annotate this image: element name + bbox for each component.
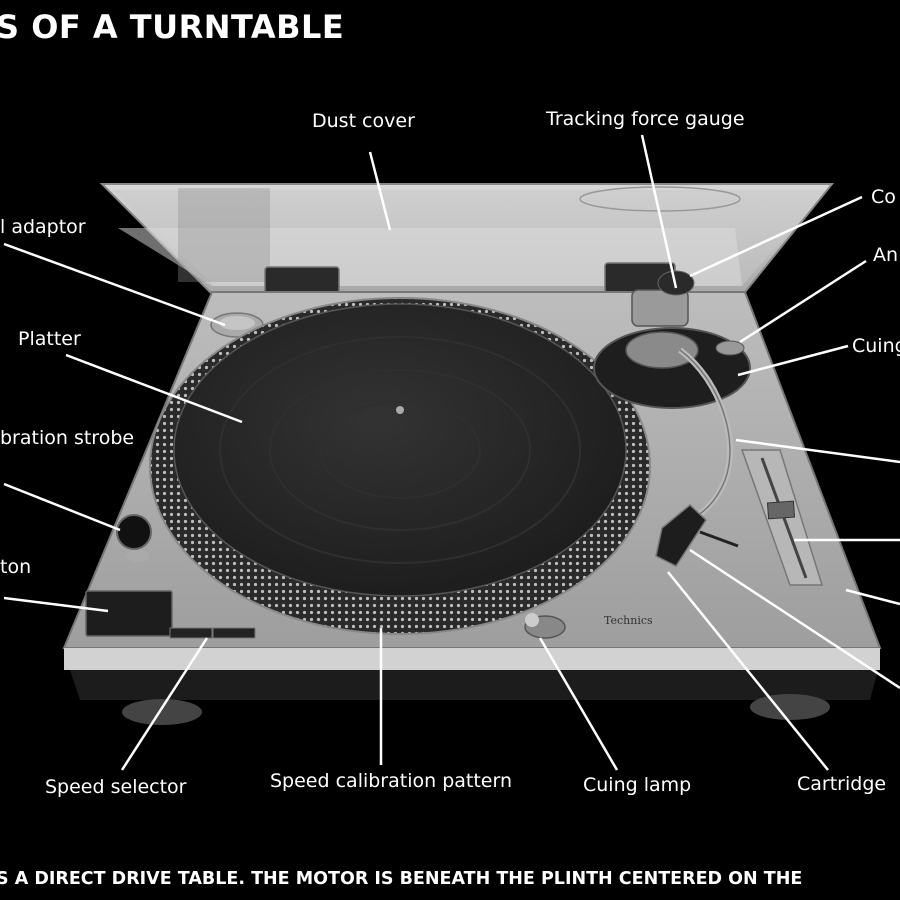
label-counterweight: Co (871, 186, 896, 208)
label-cartridge: Cartridge (797, 773, 887, 795)
label-cuing-lever: Cuing (852, 335, 900, 357)
leader-counterweight (689, 195, 863, 278)
leader-speed-selector (120, 637, 209, 771)
calibration-strobe (116, 514, 152, 562)
leader-cuing-lamp (538, 637, 619, 771)
label-cuing-lamp: Cuing lamp (583, 774, 692, 796)
label-adaptor: l adaptor (0, 216, 86, 238)
diagram-title: S OF A TURNTABLE (0, 8, 345, 46)
leader-adaptor (3, 242, 226, 327)
leader-platter (65, 353, 243, 424)
dust-cover (99, 183, 835, 293)
tonearm (678, 347, 733, 523)
label-anti-skate: An (873, 244, 899, 266)
start-stop-button (85, 590, 173, 637)
label-platter: Platter (18, 328, 81, 350)
leader-cartridge (667, 571, 829, 771)
leader-tracking-force-gauge (640, 134, 678, 289)
label-speed-calibration-pattern: Speed calibration pattern (270, 770, 513, 792)
cartridge-headshell (655, 504, 739, 567)
turntable-feet (122, 694, 830, 725)
leader-calibration-strobe (3, 482, 121, 532)
pitch-slider (740, 449, 824, 586)
leader-headshell (689, 548, 900, 690)
leader-plinth (845, 588, 900, 606)
platter (149, 297, 651, 635)
brand-badge: Technics (604, 614, 653, 627)
label-start-button: ton (0, 556, 32, 578)
speed-selector-buttons (169, 627, 256, 639)
leader-cuing-lever (737, 344, 849, 377)
brand-text: Technics (604, 614, 653, 627)
leader-lines (3, 134, 900, 771)
cuing-lamp (524, 613, 566, 639)
label-speed-selector: Speed selector (45, 776, 187, 798)
label-tracking-force-gauge: Tracking force gauge (546, 108, 745, 130)
tonearm-base (593, 327, 751, 409)
leader-tonearm (735, 438, 900, 464)
leader-start-button (3, 596, 109, 613)
label-calibration-strobe: bration strobe (0, 427, 135, 449)
caption-text: S A DIRECT DRIVE TABLE. THE MOTOR IS BEN… (0, 869, 803, 889)
leader-dust-cover (368, 151, 392, 231)
label-dust-cover: Dust cover (312, 110, 415, 132)
leader-anti-skate (739, 259, 867, 344)
